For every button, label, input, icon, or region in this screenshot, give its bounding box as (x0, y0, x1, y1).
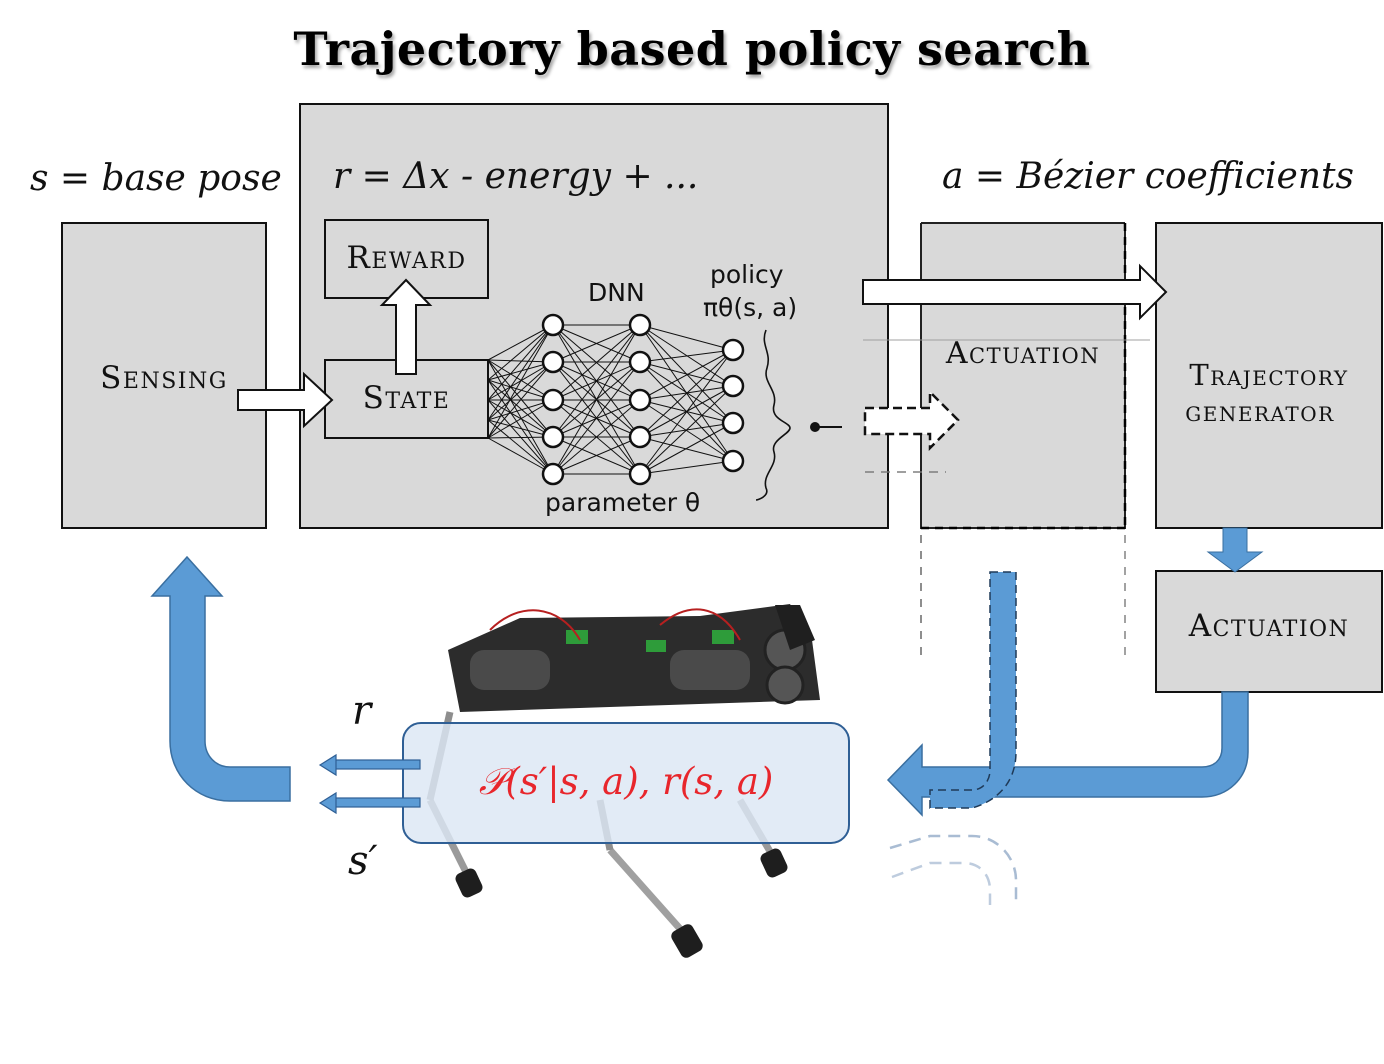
sensing-box (61, 222, 267, 529)
dnn-edge (639, 349, 734, 438)
dnn-edge (639, 460, 734, 475)
state-box (324, 359, 489, 439)
trajectory-generator-box (1155, 222, 1383, 529)
actuation-ghost-label: Actuation (945, 336, 1101, 371)
policy-sample-dot (810, 422, 820, 432)
state-output-label: s′ (348, 838, 378, 884)
dnn-input-edge (487, 324, 554, 421)
dnn-edge (639, 349, 734, 363)
dnn-edge (639, 324, 734, 351)
action-equation-label: a = Bézier coefficients (942, 156, 1354, 197)
state-output-arrow (318, 791, 421, 815)
page-title: Trajectory based policy search (293, 22, 1091, 76)
dnn-input-edge (487, 379, 554, 438)
dnn-edge (552, 361, 641, 475)
quadruped-robot-image (426, 604, 820, 958)
dnn-input-edge (487, 437, 554, 475)
trajectory-label-line2: generator (1185, 394, 1335, 428)
parameter-label: parameter θ (545, 488, 701, 517)
dnn-input-edge (487, 399, 554, 439)
dnn-edge (639, 422, 734, 475)
trajectory-to-actuation-arrow (1206, 527, 1264, 573)
dnn-node (628, 350, 652, 374)
sensing-label: Sensing (100, 360, 228, 396)
dnn-node (721, 374, 745, 398)
dnn-label: DNN (588, 278, 645, 307)
feedback-arrow-to-sensing (150, 555, 291, 802)
dnn-node (721, 411, 745, 435)
dnn-edge (639, 361, 734, 387)
dnn-node (721, 338, 745, 362)
dnn-edge (552, 399, 641, 475)
actuation-box (1155, 570, 1383, 693)
actuation-ghost-box (920, 222, 1126, 529)
dnn-input-edge (487, 379, 554, 475)
dnn-input-edge (487, 361, 554, 421)
dnn-edge (552, 324, 641, 475)
dnn-node (628, 388, 652, 412)
reward-label: Reward (346, 240, 467, 276)
dnn-node (541, 425, 565, 449)
faded-ghost-arrow-1 (889, 834, 1018, 905)
dnn-node (721, 449, 745, 473)
environment-box (402, 722, 850, 844)
state-to-reward-arrow (379, 278, 433, 375)
dnn-input-edge (487, 324, 554, 361)
faded-ghost-arrow-2 (891, 861, 992, 905)
dnn-node (628, 313, 652, 337)
dnn-input-edge (487, 359, 554, 401)
reward-output-arrow (318, 753, 421, 777)
environment-equation: 𝒫(s′|s, a), r(s, a) (478, 760, 774, 803)
dnn-node (628, 425, 652, 449)
dnn-node (541, 350, 565, 374)
dnn-edge (639, 349, 734, 475)
policy-distribution-curve (755, 329, 791, 501)
dnn-nodes (541, 313, 745, 486)
policy-symbol-label: πθ(s, a) (703, 293, 798, 322)
policy-output-arrow (863, 388, 960, 452)
dnn-input-edge (487, 324, 554, 439)
trajectory-label-line1: Trajectory (1189, 358, 1349, 392)
state-equation-label: s = base pose (30, 158, 282, 199)
ghost-actuation-to-environment-arrow (929, 571, 1017, 809)
sensing-to-state-arrow (237, 371, 334, 429)
dnn-input-edge (487, 359, 554, 475)
dnn-edge (639, 385, 734, 475)
actuation-to-environment-arrow (886, 691, 1249, 817)
state-label: State (362, 380, 451, 416)
reward-box (324, 219, 489, 299)
dnn-input-edge (487, 379, 554, 401)
dnn-input-edge (487, 324, 554, 381)
dnn-input-edge (487, 359, 554, 438)
actuation-label: Actuation (1188, 608, 1350, 644)
dnn-node (628, 462, 652, 486)
dnn-edge (639, 349, 734, 401)
policy-label: policy (710, 260, 784, 289)
dnn-node (541, 388, 565, 412)
dnn-node (541, 462, 565, 486)
dnn-edge (552, 324, 641, 401)
dnn-node (541, 313, 565, 337)
dnn-edge (552, 324, 641, 363)
policy-to-trajectory-arrow (862, 263, 1168, 321)
dnn-edge (552, 324, 641, 438)
dnn-input-edge (487, 419, 554, 475)
dnn-edge (552, 436, 641, 475)
reward-equation-label: r = Δx - energy + ... (333, 156, 699, 197)
reward-output-label: r (352, 688, 372, 734)
dnn-input-edge (487, 361, 554, 439)
dnn-input-edge (487, 324, 554, 401)
dnn-input-edge (487, 399, 554, 421)
